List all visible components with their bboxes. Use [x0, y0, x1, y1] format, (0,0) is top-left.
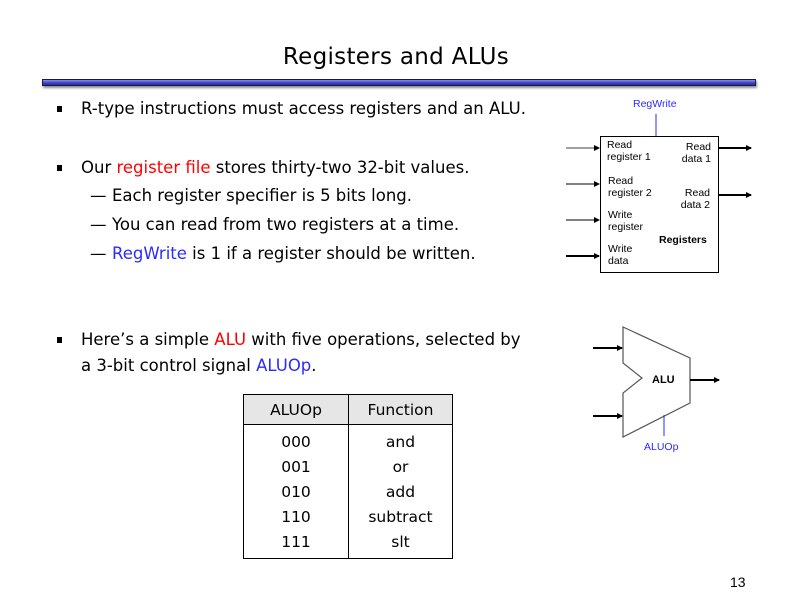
dash-icon: — — [90, 244, 107, 263]
term-aluop: ALUOp — [256, 356, 312, 375]
table-row: 000 and — [243, 424, 453, 454]
bullet-alu: Here’s a simple ALU with five operations… — [57, 330, 521, 350]
term-register-file: register file — [116, 158, 211, 177]
table-row: 010 add — [243, 479, 453, 504]
bullet-rtype: R-type instructions must access register… — [57, 99, 526, 119]
table-header-row: ALUOp Function — [243, 394, 453, 425]
dash-icon: — — [90, 215, 107, 234]
table-row: 110 subtract — [243, 504, 453, 529]
bullet-text: a 3-bit control signal — [81, 356, 257, 375]
term-regwrite: RegWrite — [112, 244, 187, 263]
function-cell: or — [348, 454, 453, 479]
title-underline-bar — [42, 79, 756, 86]
bullet-text: stores thirty-two 32-bit values. — [210, 158, 470, 177]
bullet-text: with five operations, selected by — [246, 330, 521, 349]
dash-icon: — — [90, 186, 107, 205]
function-cell: and — [348, 424, 453, 454]
table-row: 111 slt — [243, 529, 453, 559]
aluop-cell: 000 — [243, 424, 349, 454]
slide-title: Registers and ALUs — [282, 44, 510, 70]
bullet-register-file: Our register file stores thirty-two 32-b… — [57, 158, 470, 178]
page-number: 13 — [730, 574, 746, 590]
bullet-square-icon — [57, 106, 62, 112]
function-cell: add — [348, 479, 453, 504]
aluop-function-table: ALUOp Function 000 and 001 or 010 add 11… — [243, 394, 453, 559]
bullet-text: Our — [81, 158, 117, 177]
bullet-text: R-type instructions must access register… — [81, 99, 526, 118]
sub-bullet-text: Each register specifier is 5 bits long. — [112, 186, 413, 205]
bullet-square-icon — [57, 337, 62, 343]
bullet-alu-line2: a 3-bit control signal ALUOp. — [81, 356, 317, 376]
aluop-cell: 001 — [243, 454, 349, 479]
registers-label: Registers — [659, 234, 707, 246]
table-row: 001 or — [243, 454, 453, 479]
sub-bullet-text: is 1 if a register should be written. — [186, 244, 476, 263]
header-function: Function — [348, 394, 453, 425]
sub-bullet-regwrite: — RegWrite is 1 if a register should be … — [90, 244, 476, 264]
aluop-label: ALUOp — [644, 441, 679, 453]
function-cell: slt — [348, 529, 453, 559]
term-alu: ALU — [214, 330, 247, 349]
aluop-cell: 110 — [243, 504, 349, 529]
header-aluop: ALUOp — [243, 394, 349, 425]
sub-bullet-read-two: — You can read from two registers at a t… — [90, 215, 460, 235]
sub-bullet-text: You can read from two registers at a tim… — [112, 215, 460, 234]
regwrite-label: RegWrite — [633, 98, 677, 110]
aluop-cell: 111 — [243, 529, 349, 559]
bullet-text: Here’s a simple — [81, 330, 215, 349]
sub-bullet-specifier: — Each register specifier is 5 bits long… — [90, 186, 413, 206]
bullet-square-icon — [57, 165, 62, 171]
bullet-text: . — [311, 356, 317, 375]
aluop-cell: 010 — [243, 479, 349, 504]
register-file-diagram — [566, 114, 752, 273]
alu-label: ALU — [652, 374, 675, 386]
function-cell: subtract — [348, 504, 453, 529]
